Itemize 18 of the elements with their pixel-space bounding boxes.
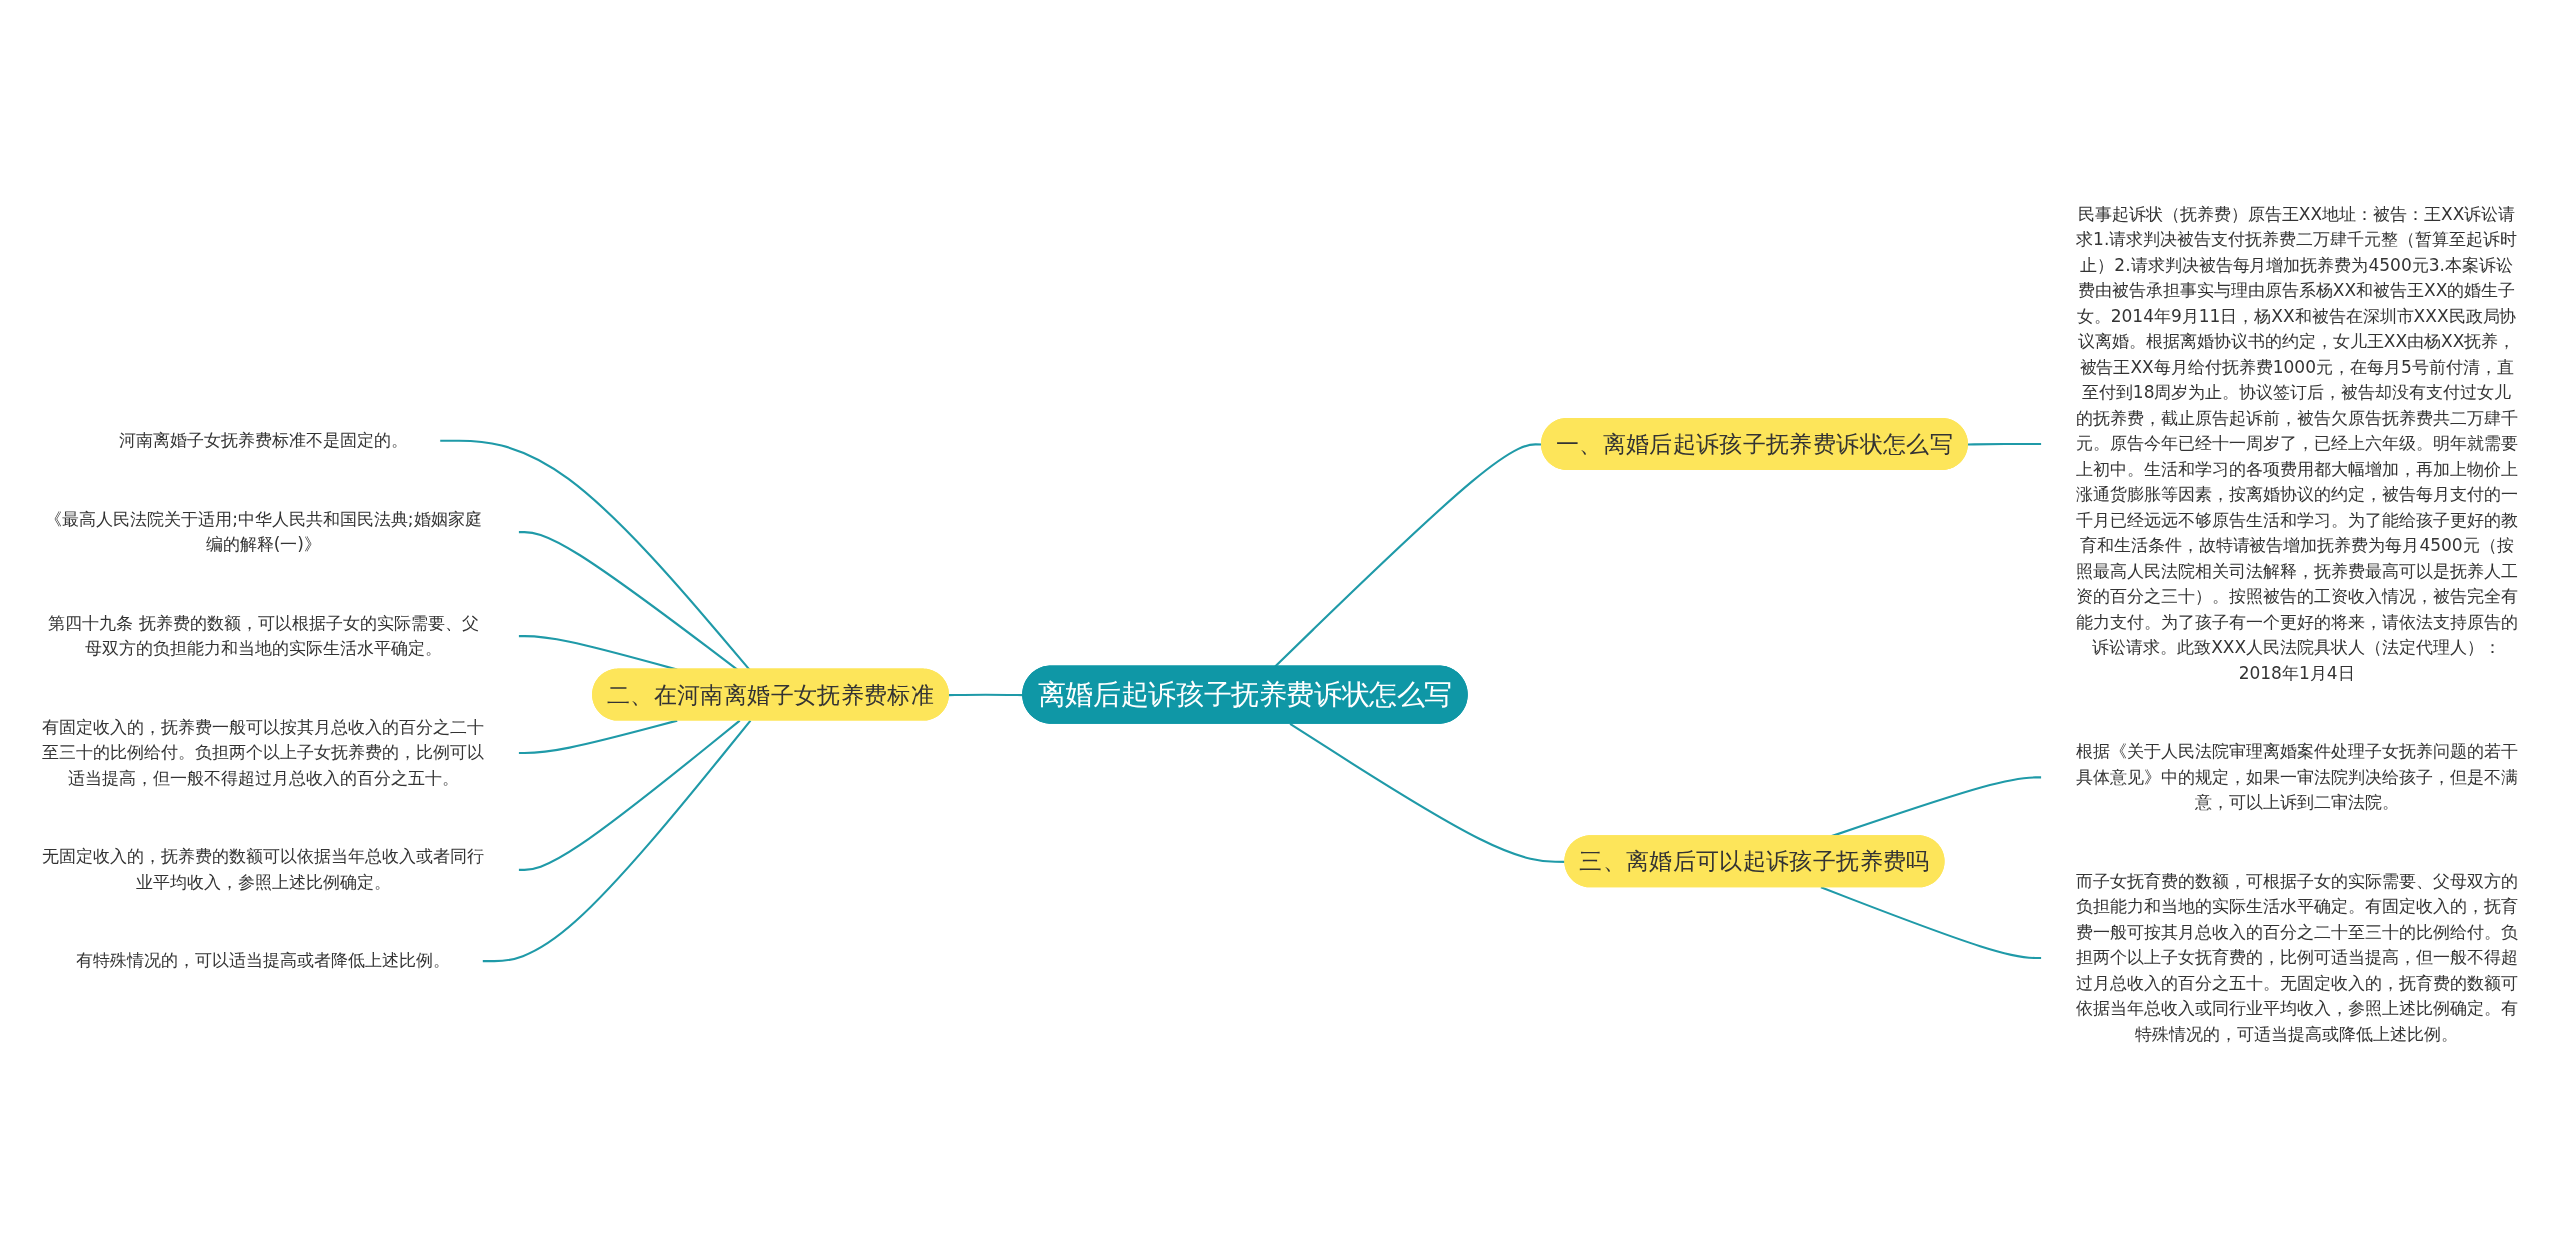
connector — [1820, 886, 2042, 960]
connector — [948, 693, 1024, 697]
node-text: 而子女抚育费的数额，可根据子女的实际需要、父母双方的负担能力和当地的实际生活水平确定。有固定收入的，抚育费一般可按其月总收入的百分之二十至三十的比例给付。负担两个以上子女抚育费的，比例可适当提高，但一般不得超过月总收入的百分之五十。无固定收入的，抚育费的数额可依据当年总收入或同行业平均收入，参照上述比例确定。有特殊情况的，可适当提高或降低上述比例。 — [2075, 870, 2518, 1045]
node-text: 无固定收入的，抚养费的数额可以依据当年总收入或者同行业平均收入，参照上述比例确定。 — [42, 846, 485, 893]
node-text: 河南离婚子女抚养费标准不是固定的。 — [118, 430, 408, 451]
connector — [1289, 722, 1566, 863]
connector — [518, 719, 741, 871]
node-text: 根据《关于人民法院审理离婚案件处理子女抚养问题的若干具体意见》中的规定，如果一审法院判决给孩子，但是不满意，可以上诉到二审法院。 — [2075, 741, 2518, 813]
node-text: 民事起诉状（抚养费）原告王XX地址：被告：王XX诉讼请求1.请求判决被告支付抚养费二万肆千元整（暂算至起诉时止）2.请求判决被告每月增加抚养费为4500元3.本案诉讼费由被告承担事实与理由原告系杨XX和被告王XX的婚生子女。2014年9月11日，杨XX和被告在深圳市XXX民政局协议离婚。根据离婚协议书的约定，女儿王XX由杨XX抚养，被告王XX每月给付抚养费1000元，在每月5号前付清，直至付到18周岁为止。协议签订后，被告却没有支付过女儿的抚养费，截止原告起诉前，被告欠原告抚养费共二万肆千元。原告今年已经十一周岁了，已经上六年级。明年就需要上初中。生活和学习的各项费用都大幅增加，再加上物价上涨通货膨胀等因素，按离婚协议的约定，被告每月支付的一千月已经远远不够原告生活和学习。为了能给孩子更好的教育和生活条件，故特请被告增加抚养费为每月4500元（按照最高人民法院相关司法解释，抚养费最高可以是抚养人工资的百分之三十）。按照被告的工资收入情况，被告完全有能力支付。为了孩子有一个更好的将来，请依法支持原告的诉讼请求。此致XXX人民法院具状人（法定代理人）：2018年1月4日 — [2075, 203, 2518, 683]
connector — [482, 719, 752, 963]
node-text: 有固定收入的，抚养费一般可以按其月总收入的百分之二十至三十的比例给付。负担两个以上子女抚养费的，比例可以适当提高，但一般不得超过月总收入的百分之五十。 — [42, 716, 485, 789]
node-text: 《最高人民法院关于适用;中华人民共和国民法典;婚姻家庭编的解释(一)》 — [45, 508, 482, 555]
connector — [518, 719, 678, 755]
connector — [1967, 442, 2042, 446]
connector — [518, 531, 738, 671]
node-text: 第四十九条 抚养费的数额，可以根据子女的实际需要、父母双方的负担能力和当地的实际生活水平确定。 — [48, 612, 479, 659]
node-text: 有特殊情况的，可以适当提高或者降低上述比例。 — [76, 950, 451, 971]
connector — [439, 439, 751, 671]
